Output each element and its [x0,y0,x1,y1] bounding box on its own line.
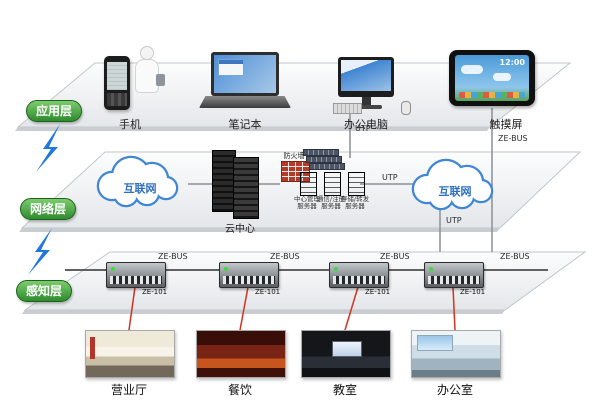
cloud-internet-right [411,158,494,211]
status-led [334,267,338,271]
layer-pill-network: 网络层 [20,198,76,220]
controller-ports [223,276,275,284]
layer-pill-perception: 感知层 [16,280,72,302]
utp-label: UTP [355,124,371,133]
server-center-management [300,172,317,196]
desktop-screen [341,60,391,91]
laptop-display [214,55,276,93]
cloud-center-label: 云中心 [225,224,255,235]
laptop [211,52,279,96]
server-rack-front [233,157,259,219]
room-label-business-hall: 营业厅 [110,383,147,397]
lightning-icon [28,228,52,275]
status-led [224,267,228,271]
cloud-internet-left [96,155,179,208]
bus-controller [106,262,166,288]
phone-label: 手机 [119,118,141,131]
person-bag [156,74,165,86]
platform-edge [22,310,505,314]
controller-model-label: ZE-101 [460,288,486,296]
tablet-app-dock [459,92,525,98]
controller-ports [428,276,480,284]
server-storage-forward [348,172,365,196]
laptop-base [199,96,291,108]
bus-controller [219,262,279,288]
room-label-dining: 餐饮 [227,383,252,397]
controller-model-label: ZE-101 [365,288,391,296]
touchscreen-tablet: 12:00 [449,50,535,106]
layer-pill-application: 应用层 [26,100,82,122]
utp-label: UTP [382,173,398,182]
tablet-screen: 12:00 [455,55,529,101]
room-label-office: 办公室 [436,383,473,397]
controller-ports [333,276,385,284]
desktop-monitor [338,57,394,97]
room-photo-dining [196,330,286,378]
room-photo-classroom [301,330,391,378]
room-label-classroom: 教室 [332,383,357,397]
zebus-label: ZE-BUS [498,134,528,143]
office-pc-label: 办公电脑 [344,118,388,131]
utp-label: UTP [446,216,462,225]
internet-cloud-right-label: 互联网 [438,185,472,198]
bus-controller [424,262,484,288]
monitor-stand [362,97,371,105]
server-comm-register [324,172,341,196]
monitor-base [352,105,382,109]
person-figure-head [140,46,154,60]
mouse [401,101,411,115]
zebus-label: ZE-BUS [158,252,188,261]
keyboard [333,103,362,114]
laptop-label: 笔记本 [228,118,262,131]
zebus-label: ZE-BUS [270,252,300,261]
smartphone [104,56,130,110]
network-switch [306,156,342,163]
server-rack-back [212,150,236,212]
room-drop-lines [128,286,456,331]
network-switch [309,163,345,170]
status-led [429,267,433,271]
photo-detail [90,337,95,359]
photo-detail [417,335,453,351]
cloud-graphic [461,65,483,74]
laptop-window-titlebar [219,60,243,64]
touchscreen-label: 触摸屏 [489,118,523,131]
zebus-label: ZE-BUS [500,252,530,261]
platform-edge [15,127,490,131]
internet-cloud-left-label: 互联网 [123,182,157,195]
lightning-icon [36,124,60,172]
cloud-graphic [493,73,511,81]
controller-model-label: ZE-101 [142,288,168,296]
zebus-label: ZE-BUS [380,252,410,261]
server-label: 存储/转发服务器 [340,195,370,210]
room-photo-office [411,330,501,378]
smartphone-keypad [107,93,127,106]
controller-model-label: ZE-101 [255,288,281,296]
platform-edge [19,228,500,232]
network-switch [303,149,339,156]
smartphone-screen [107,62,127,90]
controller-ports [110,276,162,284]
room-photo-business-hall [85,330,175,378]
photo-detail [332,341,362,357]
bus-controller [329,262,389,288]
laptop-window [218,59,244,76]
server-label: 通信/注册服务器 [316,195,346,210]
server-label: 中心管理服务器 [294,195,320,210]
firewall-label: 防火墙 [283,152,305,160]
status-led [111,267,115,271]
tablet-clock: 12:00 [499,58,525,67]
